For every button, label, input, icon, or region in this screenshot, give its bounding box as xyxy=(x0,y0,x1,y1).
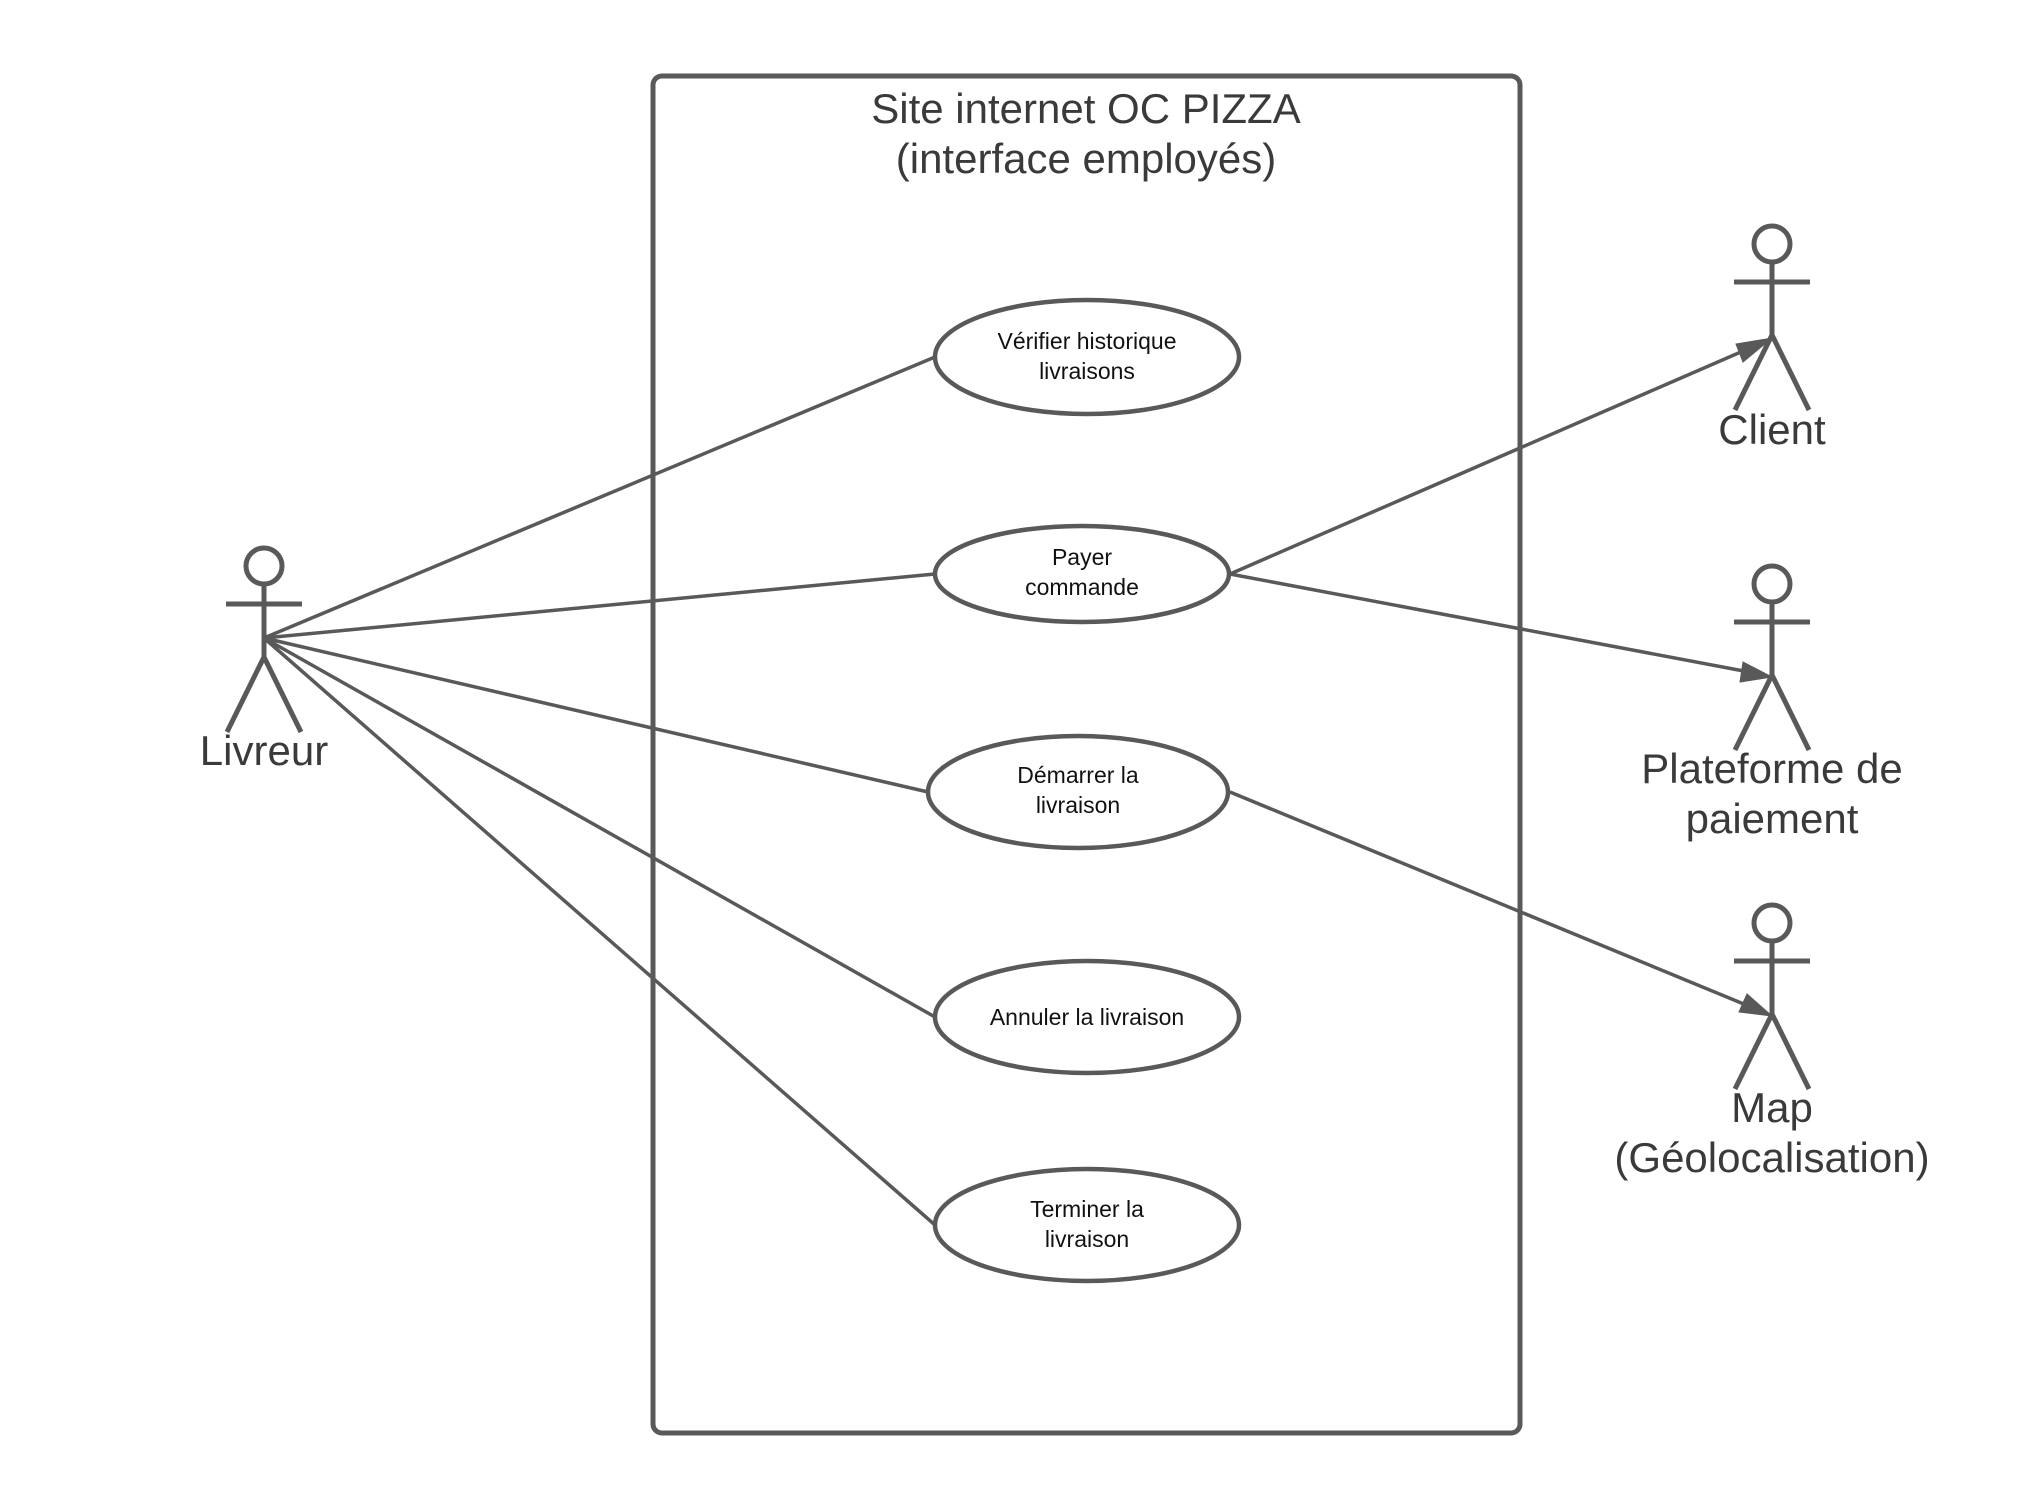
actor-label: Client xyxy=(1718,406,1826,453)
system-boundary xyxy=(650,73,1523,1436)
stick-figure-icon xyxy=(224,545,304,734)
association-demarrer-map xyxy=(1229,790,1752,1009)
actor-map[interactable]: Map (Géolocalisation) xyxy=(1614,902,1930,1181)
actor-livreur[interactable]: Livreur xyxy=(200,545,328,774)
use-case-ellipse xyxy=(932,523,1232,625)
use-case-label-line1: Démarrer la xyxy=(1017,762,1139,788)
use-case-label-line2: livraisons xyxy=(1039,358,1135,384)
actor-label-line1: Map xyxy=(1731,1084,1813,1131)
use-case-annuler-livraison[interactable]: Annuler la livraison xyxy=(932,958,1242,1076)
arrow-head-plateforme xyxy=(1739,661,1774,683)
use-case-label-line1: Payer xyxy=(1052,544,1112,570)
use-case-label-line2: livraison xyxy=(1045,1226,1129,1252)
stick-figure-icon xyxy=(1732,563,1812,752)
association-livreur-verifier-historique xyxy=(263,355,936,640)
use-case-label-line2: livraison xyxy=(1036,792,1120,818)
use-case-label-line1: Terminer la xyxy=(1030,1196,1144,1222)
association-livreur-demarrer-livraison xyxy=(263,636,929,794)
association-livreur-terminer-livraison xyxy=(262,636,937,1227)
use-case-ellipse xyxy=(925,733,1231,851)
use-case-label-line1: Vérifier historique xyxy=(998,328,1177,354)
system-title-line1: Site internet OC PIZZA xyxy=(871,85,1300,132)
use-case-ellipse xyxy=(932,1166,1242,1284)
use-case-ellipse xyxy=(932,297,1242,417)
use-case-verifier-historique[interactable]: Vérifier historique livraisons xyxy=(932,297,1242,417)
association-payer-client xyxy=(1229,346,1751,576)
stick-figure-icon xyxy=(1732,223,1812,412)
actor-label: Livreur xyxy=(200,727,328,774)
system-title-line2: (interface employés) xyxy=(896,135,1276,182)
use-case-payer-commande[interactable]: Payer commande xyxy=(932,523,1232,625)
stick-figure-icon xyxy=(1732,902,1812,1091)
use-case-ellipse xyxy=(932,958,1242,1076)
use-case-terminer-livraison[interactable]: Terminer la livraison xyxy=(932,1166,1242,1284)
use-case-demarrer-livraison[interactable]: Démarrer la livraison xyxy=(925,733,1231,851)
actor-label-line2: (Géolocalisation) xyxy=(1614,1134,1929,1181)
association-livreur-annuler-livraison xyxy=(263,636,936,1019)
association-payer-plateforme xyxy=(1229,572,1750,674)
actor-client[interactable]: Client xyxy=(1718,223,1826,453)
arrow-head-client xyxy=(1735,337,1774,363)
use-case-label-line1: Annuler la livraison xyxy=(990,1004,1184,1030)
actor-plateforme-paiement[interactable]: Plateforme de paiement xyxy=(1641,563,1903,842)
actor-label-line1: Plateforme de xyxy=(1641,745,1902,792)
arrow-head-map xyxy=(1738,993,1774,1017)
association-livreur-payer-commande xyxy=(263,572,936,640)
use-case-label-line2: commande xyxy=(1025,574,1139,600)
actor-label-line2: paiement xyxy=(1686,795,1859,842)
